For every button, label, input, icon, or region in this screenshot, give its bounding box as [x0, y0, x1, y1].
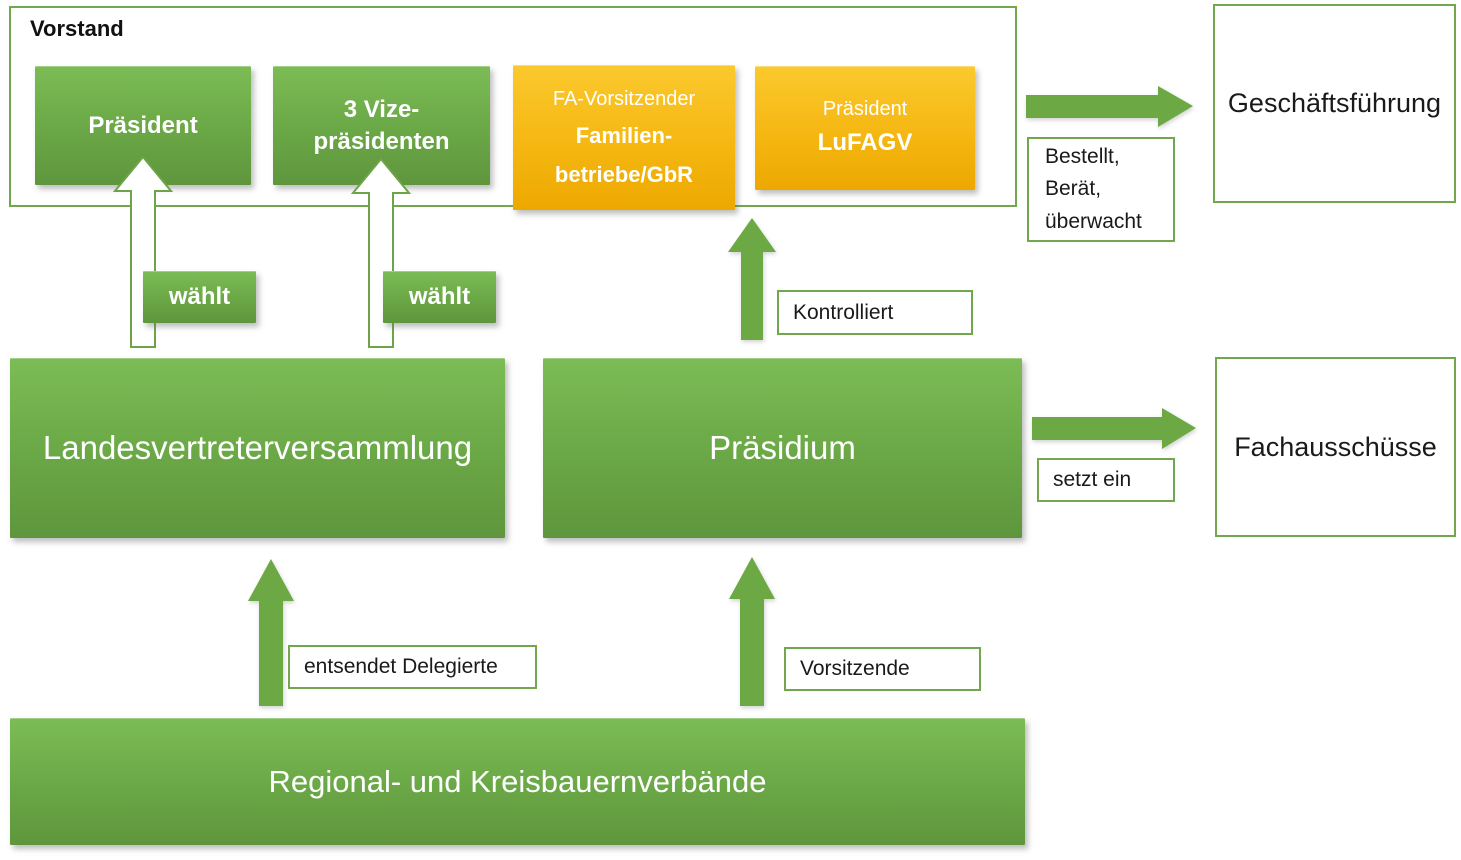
fa-name-line2: betriebe/GbR: [554, 161, 694, 187]
landesvertreterversammlung-label: Landesvertreterversammlung: [42, 429, 473, 466]
node-fachausschuesse: Fachausschüsse: [1215, 357, 1456, 537]
node-vizepraesidenten: 3 Vize- präsidenten: [273, 66, 490, 185]
waehlt-right-label: wählt: [408, 283, 471, 311]
node-regional-kreisbauernverbaende: Regional- und Kreisbauernverbände: [10, 718, 1025, 845]
fachausschuesse-label: Fachausschüsse: [1234, 431, 1437, 462]
fa-role-label: FA-Vorsitzender: [552, 88, 696, 111]
node-geschaeftsfuehrung: Geschäftsführung: [1213, 4, 1456, 203]
node-landesvertreterversammlung: Landesvertreterversammlung: [10, 358, 505, 538]
controls-arrow: [728, 218, 776, 340]
regional-label: Regional- und Kreisbauernverbände: [268, 763, 767, 799]
setzt-ein-label-box: setzt ein: [1037, 458, 1175, 502]
kontrolliert-label: Kontrolliert: [793, 300, 894, 324]
waehlt-left-label: wählt: [168, 283, 231, 311]
node-lufagv: Präsident LuFAGV: [755, 66, 975, 190]
lufagv-role-label: Präsident: [822, 98, 908, 121]
kontrolliert-label-box: Kontrolliert: [777, 290, 973, 335]
geschaeftsfuehrung-label: Geschäftsführung: [1227, 88, 1442, 118]
fa-name-line1: Familien-: [575, 123, 673, 149]
bestellt-line1: Bestellt,: [1045, 144, 1120, 168]
waehlt-tag-left: wählt: [143, 271, 256, 323]
bestellt-line2: Berät,: [1045, 177, 1102, 201]
vorsitzende-label-box: Vorsitzende: [784, 647, 981, 691]
vorstand-label: Vorstand: [30, 16, 124, 41]
node-vize-line2: präsidenten: [313, 127, 450, 155]
entsendet-delegierte-label-box: entsendet Delegierte: [288, 645, 537, 689]
waehlt-tag-right: wählt: [383, 271, 496, 323]
bestellt-beraet-ueberwacht-label-box: Bestellt, Berät, überwacht: [1027, 137, 1175, 242]
lufagv-name-label: LuFAGV: [817, 129, 913, 157]
node-praesident: Präsident: [35, 66, 251, 185]
installs-committees-arrow: [1032, 408, 1196, 449]
vorsitzende-label: Vorsitzende: [800, 657, 910, 680]
node-fa-vorsitzender: FA-Vorsitzender Familien- betriebe/GbR: [513, 65, 735, 210]
appoints-management-arrow: [1026, 86, 1193, 127]
node-praesident-label: Präsident: [88, 111, 198, 139]
chairpersons-arrow: [729, 557, 775, 706]
bestellt-line3: überwacht: [1045, 209, 1142, 233]
praesidium-label: Präsidium: [709, 429, 856, 466]
node-vize-line1: 3 Vize-: [343, 96, 420, 124]
node-praesidium: Präsidium: [543, 358, 1022, 538]
setzt-ein-label: setzt ein: [1053, 468, 1132, 491]
entsendet-delegierte-label: entsendet Delegierte: [304, 655, 498, 678]
